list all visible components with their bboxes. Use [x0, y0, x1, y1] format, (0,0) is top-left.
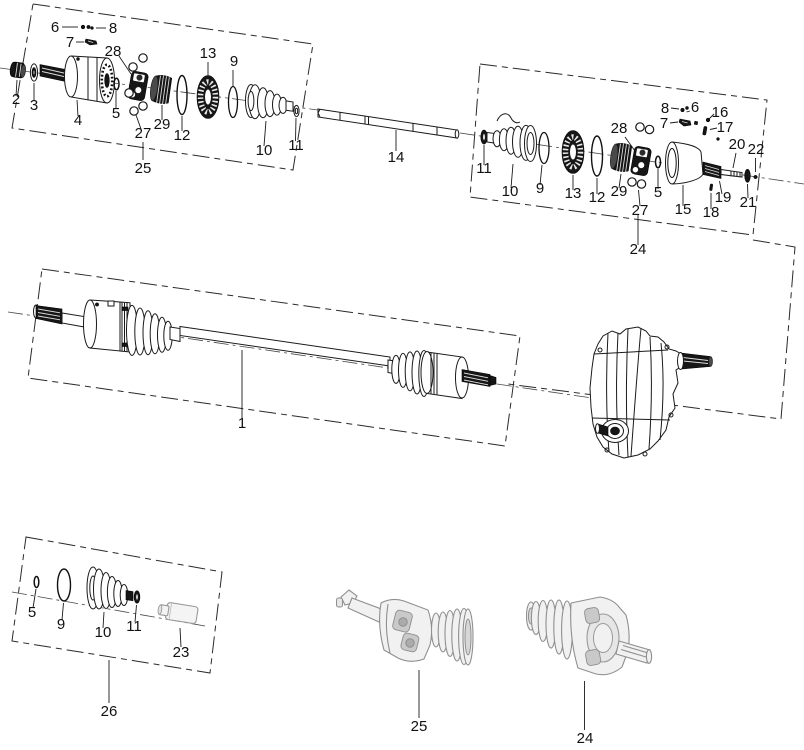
callout-21: 21: [740, 194, 757, 211]
cv-boot-part: [486, 113, 537, 162]
boot-kit-boundary: [11, 536, 223, 674]
small-clamp-part: [480, 129, 488, 145]
callout-25-kit: 25: [135, 160, 152, 177]
axle-assembly-boundary: [27, 268, 521, 447]
screw-set-icon: [62, 24, 106, 30]
callout-9: 9: [230, 53, 238, 70]
circlip-part: [654, 155, 662, 169]
callout-10: 10: [502, 183, 519, 200]
callout-5: 5: [654, 184, 662, 201]
callout-23: 23: [173, 644, 190, 661]
outer-joint-assembled-gray: 24: [525, 596, 653, 747]
callout-16: 16: [712, 104, 729, 121]
callout-12: 12: [589, 189, 606, 206]
callout-19: 19: [715, 189, 732, 206]
bearing-balls: [124, 53, 148, 116]
callout-8: 8: [109, 20, 117, 37]
callout-18: 18: [703, 204, 720, 221]
callout-15: 15: [675, 201, 692, 218]
callout-17: 17: [717, 119, 734, 136]
nut-part: [9, 61, 26, 79]
callout-27: 27: [135, 125, 152, 142]
callout-10: 10: [95, 624, 112, 641]
circlip-part: [113, 77, 120, 91]
callout-25-assembled: 25: [411, 718, 428, 735]
leader-lines: [483, 136, 756, 245]
callout-9: 9: [57, 616, 65, 633]
callout-6: 6: [691, 99, 699, 116]
callout-11: 11: [476, 160, 492, 177]
ball-cage-part: [630, 146, 652, 176]
small-clamp-part: [293, 104, 300, 118]
spring-band-part: [561, 130, 585, 174]
inner-race-part: [610, 143, 633, 173]
lock-clip-icon: [76, 38, 98, 46]
callout-4: 4: [74, 112, 82, 129]
callout-24-assembled: 24: [577, 730, 594, 747]
callout-1: 1: [238, 415, 246, 432]
inner-race-part: [150, 75, 173, 105]
callout-11: 11: [288, 137, 304, 154]
callout-9: 9: [536, 180, 544, 197]
washer-part: [29, 63, 39, 82]
clamp-ring-part: [227, 85, 239, 119]
callout-12: 12: [174, 127, 191, 144]
callout-11: 11: [126, 618, 142, 635]
retaining-ring-part: [590, 135, 604, 177]
inner-joint-exploded-group: 6 8 7 28 13 9 2 3 4 5 29 27 12 10 11 25: [9, 19, 304, 177]
boot-kit-exploded-group: 5 9 10 11 23 26: [28, 566, 199, 720]
callout-13: 13: [565, 185, 582, 202]
callout-3: 3: [30, 97, 38, 114]
clamp-ring-part: [56, 568, 72, 602]
callout-8: 8: [661, 100, 669, 117]
callout-29: 29: [611, 183, 628, 200]
clamp-ring-part: [538, 131, 550, 165]
circlip-part: [33, 575, 40, 589]
callout-10: 10: [256, 142, 273, 159]
grease-tube-part: [157, 602, 199, 625]
callout-6: 6: [51, 19, 59, 36]
callout-14: 14: [388, 149, 405, 166]
inner-joint-kit-boundary: [11, 3, 314, 171]
lock-clip-icon: [669, 118, 699, 127]
outer-joint-kit-boundary: [469, 63, 768, 236]
transfer-case-drawing: [589, 326, 713, 459]
outer-joint-exploded-group: 8 6 16 7 17 28 20 22 11 10 9 13 12 29 27…: [476, 99, 764, 258]
callout-13: 13: [200, 45, 217, 62]
spring-band-part: [196, 75, 220, 119]
callout-2: 2: [12, 91, 20, 108]
callout-28: 28: [105, 43, 122, 60]
leader-lines: [15, 55, 297, 160]
axle-assembly-group: 1: [33, 299, 497, 432]
callout-5: 5: [112, 105, 120, 122]
inner-joint-assembled-gray: 25: [336, 589, 474, 735]
bearing-balls: [627, 122, 655, 189]
callout-7: 7: [66, 34, 74, 51]
small-clamp-part: [133, 590, 141, 604]
cv-boot-part: [86, 566, 134, 610]
callout-28: 28: [611, 120, 628, 137]
callout-27: 27: [632, 202, 649, 219]
leader-lines: [32, 588, 182, 703]
callout-24-kit: 24: [630, 241, 647, 258]
callout-5: 5: [28, 604, 36, 621]
callout-7: 7: [660, 115, 668, 132]
cv-boot-part: [245, 84, 294, 120]
pin-and-dowel-icons: [702, 113, 720, 141]
screw-set-icon: [670, 106, 691, 113]
outer-joint-housing-part: [665, 141, 758, 191]
inner-joint-housing-part: [39, 55, 115, 104]
callout-26-kit: 26: [101, 703, 118, 720]
callout-20: 20: [729, 136, 746, 153]
callout-29: 29: [154, 116, 171, 133]
retaining-ring-part: [176, 74, 188, 116]
interconnect-shaft-group: 14: [317, 108, 460, 166]
callout-22: 22: [748, 141, 765, 158]
